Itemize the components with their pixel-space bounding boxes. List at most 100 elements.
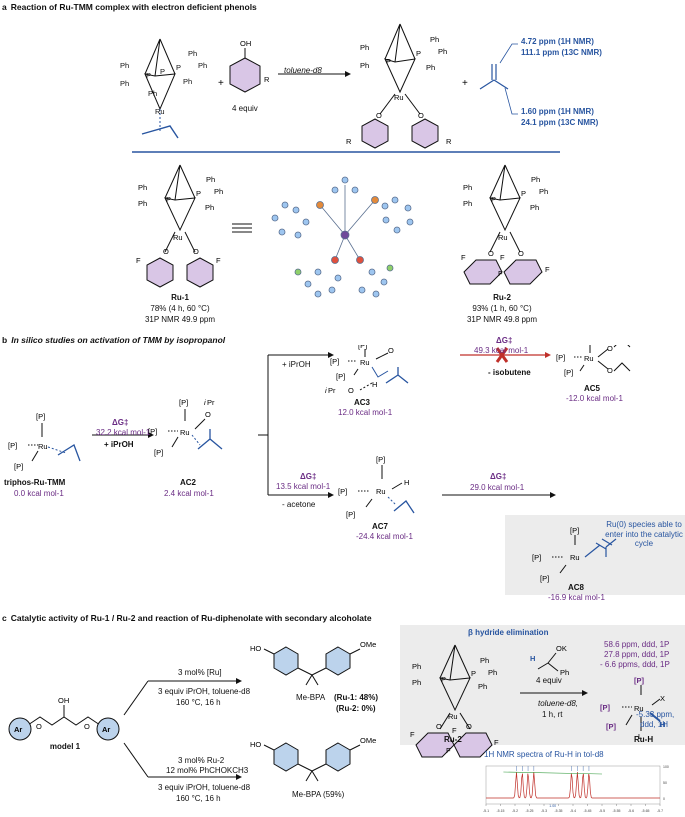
ac7-name: AC7: [372, 522, 389, 531]
svg-text:Ar: Ar: [14, 725, 22, 734]
ru1-name: Ru-1: [171, 293, 189, 302]
x-tick-label: -5.15: [497, 809, 505, 813]
svg-text:[P]: [P]: [8, 441, 17, 450]
ru1-yield: 78% (4 h, 60 °C): [150, 304, 210, 313]
red-dg: ΔG‡: [496, 336, 513, 345]
ac2-name: AC2: [180, 478, 197, 487]
svg-text:Pr: Pr: [328, 386, 336, 395]
svg-text:[P]: [P]: [336, 372, 345, 381]
svg-text:Ph: Ph: [183, 77, 192, 86]
box-ru2: Ru-2: [444, 735, 462, 744]
ru1-structure: [146, 164, 214, 288]
ru2-nmr: 31P NMR 49.8 ppm: [466, 315, 538, 324]
nmr-line-3: 1.60 ppm (1H NMR): [521, 107, 594, 116]
model-name: model 1: [49, 742, 81, 751]
svg-text:O: O: [193, 247, 199, 256]
svg-text:H: H: [404, 478, 409, 487]
ac3-energy: 12.0 kcal mol-1: [338, 408, 393, 417]
panel-a-title: Reaction of Ru-TMM complex with electron…: [10, 2, 257, 12]
ac8-energy: -16.9 kcal mol-1: [548, 593, 605, 602]
svg-text:O: O: [84, 722, 90, 731]
svg-text:[P]: [P]: [532, 553, 541, 562]
x-tick-label: -5.55: [613, 809, 621, 813]
svg-text:F: F: [446, 746, 451, 755]
svg-text:Ph: Ph: [531, 175, 540, 184]
y-tick-label: 50: [663, 781, 667, 785]
svg-text:Ph: Ph: [206, 175, 215, 184]
upper-ru2: (Ru-2: 0%): [336, 704, 376, 713]
spectrum-title: 1H NMR spectra of Ru-H in tol-d8: [484, 750, 604, 759]
solvent-label: toluene-d8: [284, 66, 322, 75]
svg-text:O: O: [388, 346, 394, 355]
svg-text:Ph: Ph: [539, 187, 548, 196]
svg-text:O: O: [36, 722, 42, 731]
panel-b-title: In silico studies on activation of TMM b…: [11, 335, 226, 345]
svg-text:i: i: [325, 386, 327, 395]
svg-text:P: P: [176, 63, 181, 72]
start-energy: 0.0 kcal mol-1: [14, 489, 64, 498]
box-nmr3: - 6.6 ppms, ddd, 1P: [600, 660, 670, 669]
ac7-energy: -24.4 kcal mol-1: [356, 532, 413, 541]
svg-text:P: P: [521, 189, 526, 198]
svg-text:Pr: Pr: [207, 398, 215, 407]
svg-text:Ph: Ph: [120, 61, 129, 70]
svg-text:F: F: [545, 265, 550, 274]
panel-c-letter: c: [2, 613, 7, 623]
svg-text:[P]: [P]: [179, 398, 188, 407]
ac8-box: [505, 515, 685, 595]
red-product: - isobutene: [488, 368, 531, 377]
lower-cond1: 3 equiv iPrOH, toluene-d8: [158, 783, 251, 792]
svg-text:[P]: [P]: [556, 353, 565, 362]
svg-text:F: F: [498, 269, 503, 278]
svg-text:O: O: [436, 722, 442, 731]
svg-text:Ph: Ph: [360, 61, 369, 70]
panel-c-title: Catalytic activity of Ru-1 / Ru-2 and re…: [10, 613, 372, 623]
svg-text:OMe: OMe: [360, 736, 376, 745]
svg-text:O: O: [348, 386, 354, 395]
svg-text:+: +: [218, 78, 224, 89]
ac7-dg: ΔG‡: [490, 472, 507, 481]
x-tick-label: -5.65: [642, 809, 650, 813]
ru2-structure: [463, 164, 543, 285]
step1-reagent: + iPrOH: [104, 440, 134, 449]
svg-text:P: P: [160, 67, 165, 76]
ru-diphenolate-structure: [361, 23, 439, 149]
x-tick-label: -5.4: [570, 809, 576, 813]
svg-text:O: O: [488, 249, 494, 258]
branch-up-reagent: + iPrOH: [282, 360, 311, 369]
svg-text:Ru: Ru: [155, 107, 165, 116]
svg-text:Ph: Ph: [360, 43, 369, 52]
step1-energy: 32.2 kcal mol-1: [96, 428, 151, 437]
svg-text:P: P: [386, 57, 391, 66]
svg-text:Ph: Ph: [478, 682, 487, 691]
branch-down-energy: 13.5 kcal mol-1: [276, 482, 331, 491]
svg-text:[P]: [P]: [606, 722, 617, 731]
svg-text:Ru: Ru: [180, 428, 190, 437]
ru1-nmr: 31P NMR 49.9 ppm: [144, 315, 216, 324]
svg-text:HO: HO: [250, 644, 261, 653]
svg-text:[P]: [P]: [338, 487, 347, 496]
svg-text:X: X: [660, 694, 665, 703]
x-tick-label: -5.6: [628, 809, 634, 813]
phenol-ring: [229, 48, 261, 93]
svg-text:[P]: [P]: [346, 510, 355, 519]
ac8-note: Ru(0) species able to enter into the cat…: [605, 520, 683, 549]
svg-text:Ru: Ru: [173, 233, 183, 242]
svg-text:Ph: Ph: [530, 203, 539, 212]
svg-text:[P]: [P]: [600, 703, 611, 712]
lower-cat: 3 mol% Ru-2: [178, 756, 225, 765]
svg-text:[P]: [P]: [376, 455, 385, 464]
upper-product: Me-BPA: [296, 693, 326, 702]
svg-text:Ru: Ru: [376, 487, 386, 496]
ru-tmm-structure: [141, 38, 179, 139]
nmr-spectrum: -5.1-5.15-5.2-5.25-5.3-5.35-5.4-5.45-5.5…: [483, 765, 669, 813]
ac3-name: AC3: [354, 398, 371, 407]
svg-text:Ph: Ph: [560, 668, 569, 677]
upper-cond2: 160 °C, 16 h: [176, 698, 221, 707]
svg-text:R: R: [346, 137, 352, 146]
svg-text:P: P: [471, 669, 476, 678]
box-title: β hydride elimination: [468, 628, 549, 637]
